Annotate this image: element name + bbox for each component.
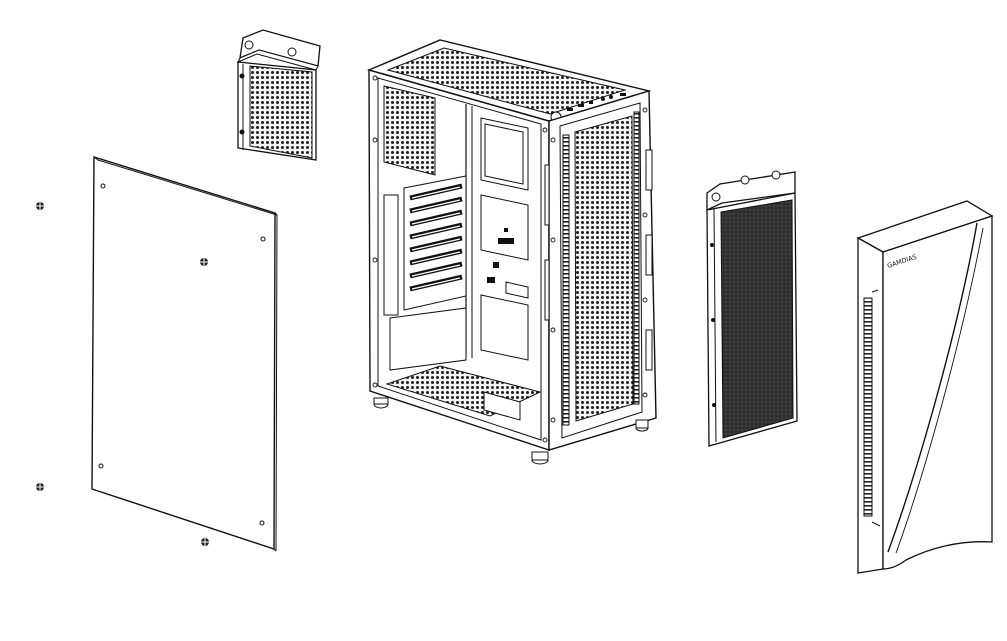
thumb-screws bbox=[35, 201, 210, 547]
side-panel bbox=[91, 156, 278, 552]
pc-case-chassis bbox=[366, 39, 657, 465]
radiator-240mm bbox=[706, 170, 798, 447]
front-panel: GAMDIAS bbox=[856, 200, 994, 574]
pci-slots bbox=[403, 175, 467, 311]
screw-icon bbox=[35, 201, 45, 211]
screw-icon bbox=[200, 537, 210, 547]
screw-icon bbox=[199, 257, 209, 267]
radiator-120mm bbox=[236, 29, 321, 161]
screw-icon bbox=[35, 482, 45, 492]
